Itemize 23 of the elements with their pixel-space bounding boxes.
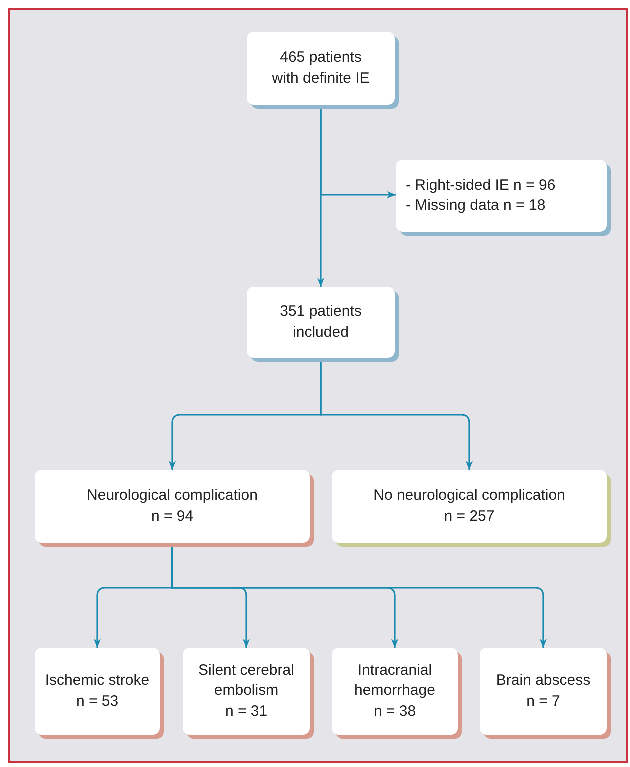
- process-box: [247, 287, 395, 358]
- process-box: [480, 648, 607, 735]
- process-box: [332, 470, 607, 543]
- box-text: n = 53: [76, 692, 119, 712]
- box-text: 351 patients included: [279, 302, 363, 342]
- box-text: - Missing data n = 18: [406, 196, 546, 216]
- box-text: No neurological complication: [374, 486, 566, 506]
- process-box: [332, 648, 458, 735]
- box-text: n = 94: [151, 506, 194, 526]
- box-text: n = 7: [526, 692, 560, 712]
- box-text: n = 257: [444, 506, 495, 526]
- process-box: [247, 32, 395, 105]
- process-box: [35, 470, 310, 543]
- box-text: n = 31: [225, 702, 268, 722]
- box-text: - Right-sided IE n = 96: [406, 176, 556, 196]
- process-box: [35, 648, 160, 735]
- process-box: [396, 160, 607, 232]
- box-text: Neurological complication: [87, 486, 258, 506]
- process-box: [183, 648, 310, 735]
- box-text: Brain abscess: [496, 671, 591, 692]
- box-text: n = 38: [374, 702, 416, 722]
- box-text: 465 patients with definite IE: [271, 48, 371, 88]
- box-text: Ischemic stroke: [45, 671, 150, 692]
